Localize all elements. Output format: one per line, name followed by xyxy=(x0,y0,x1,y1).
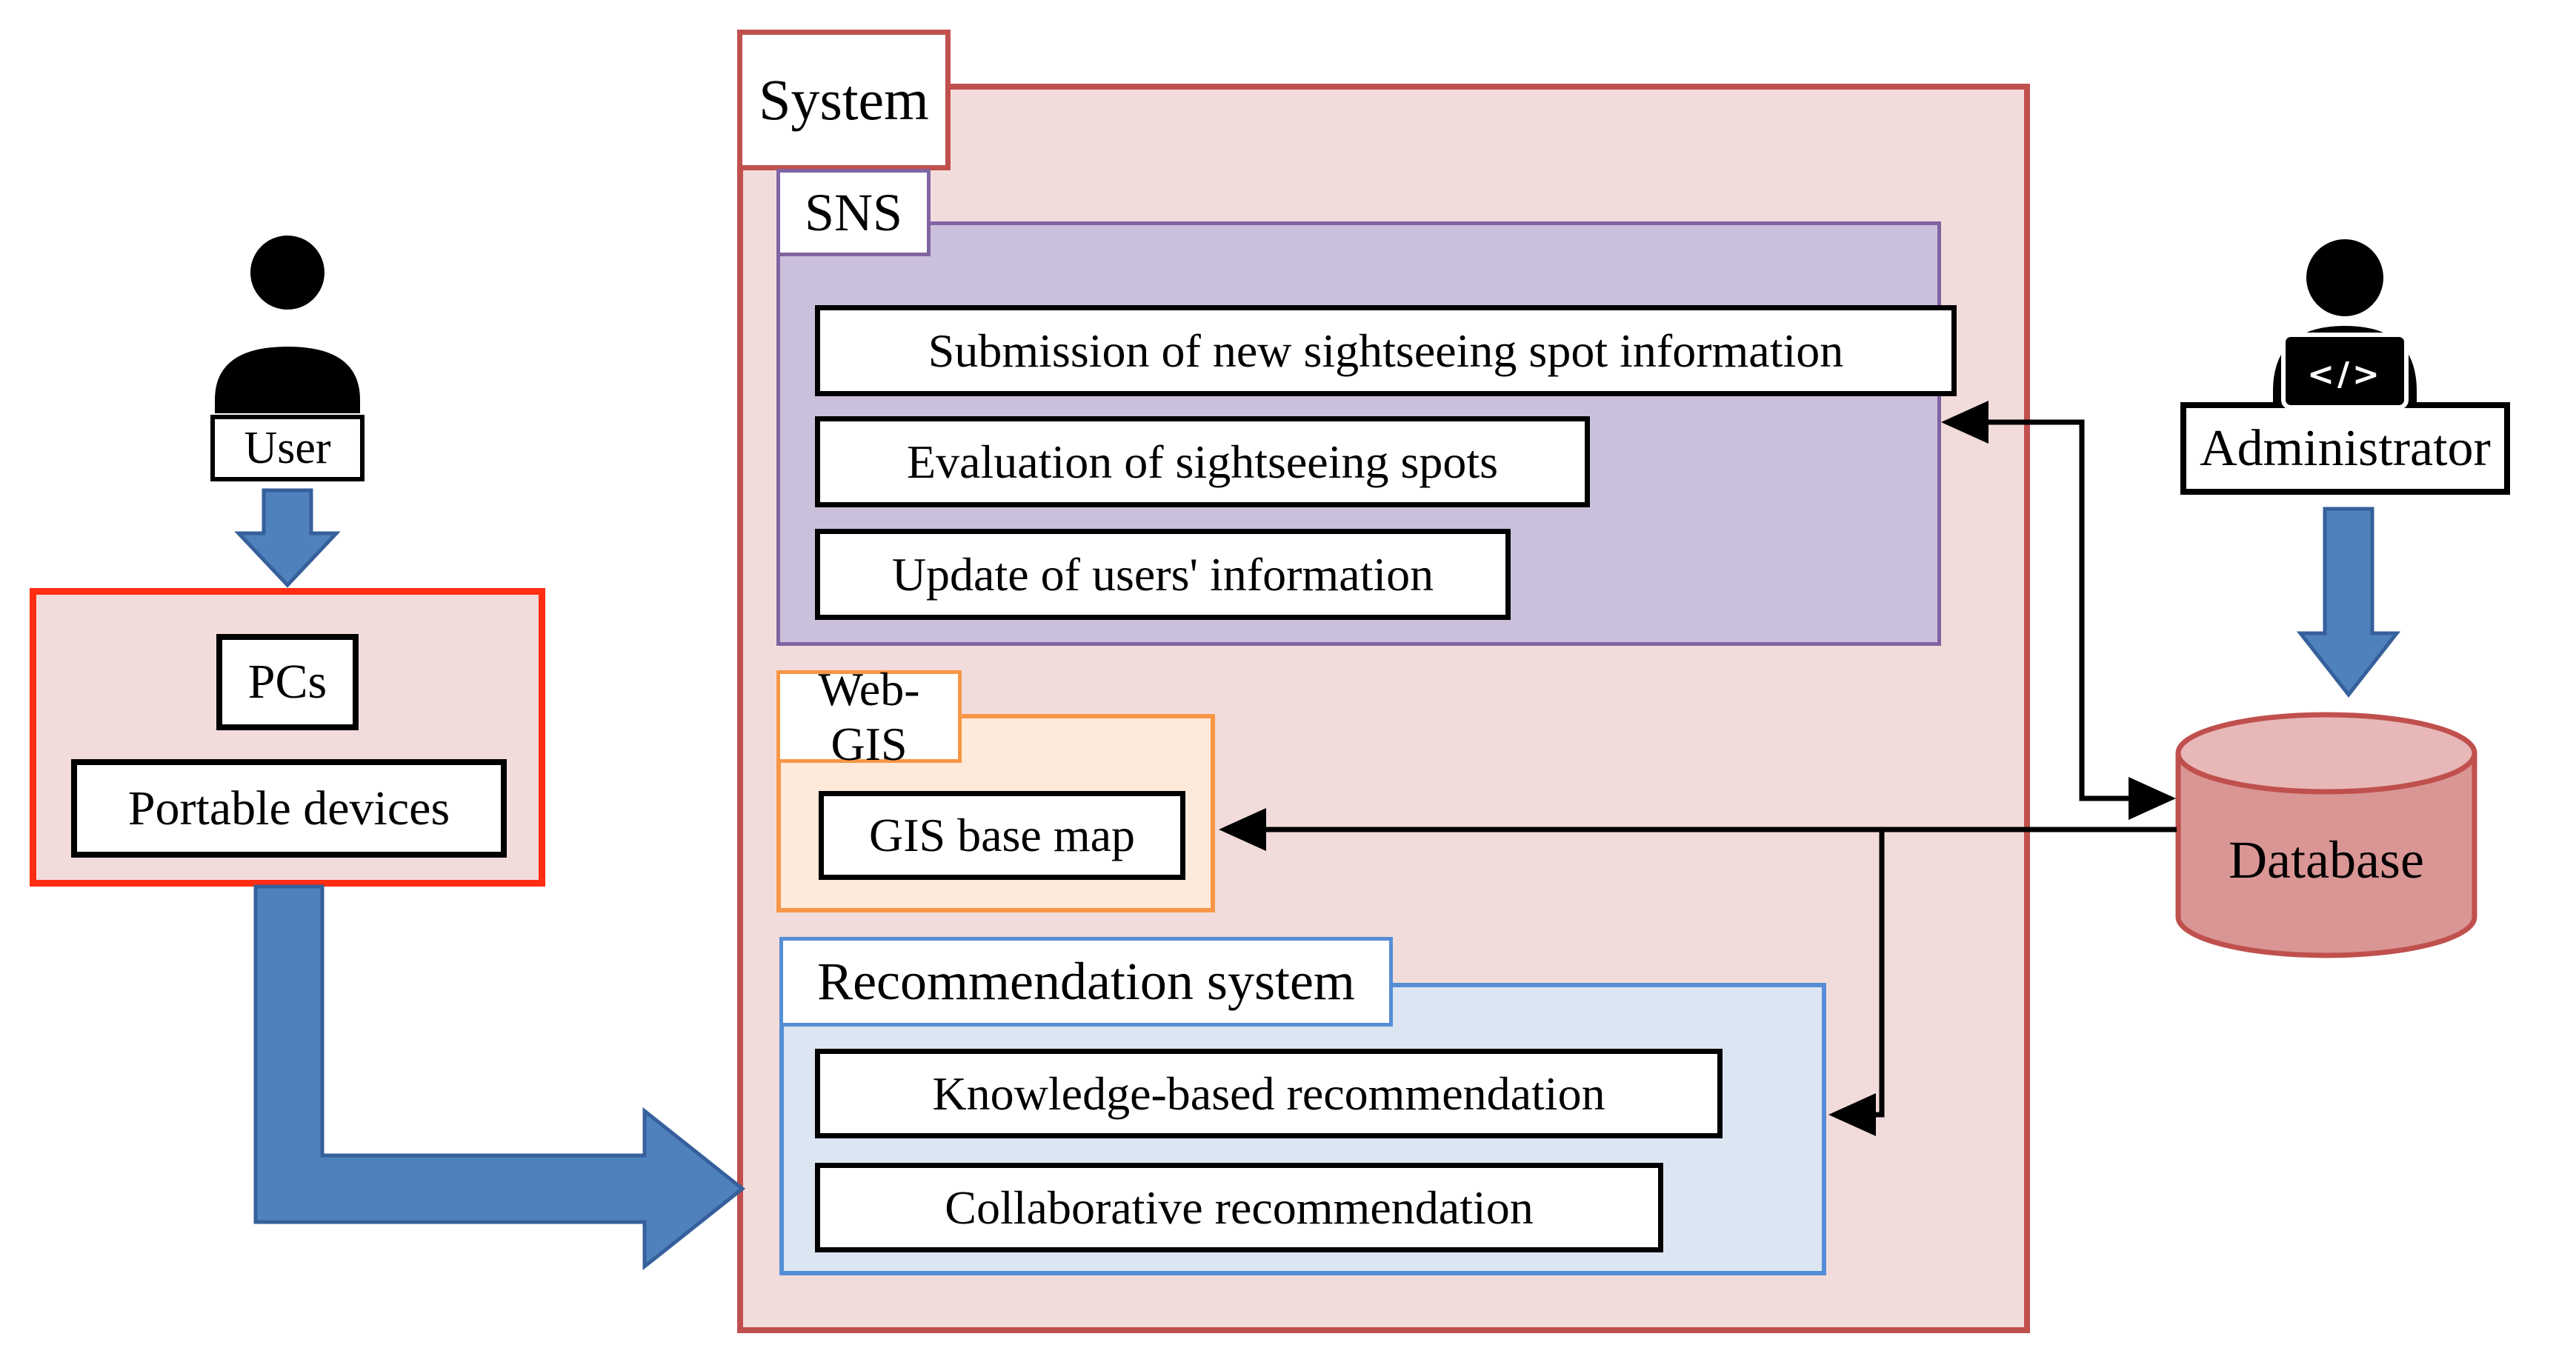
user-label-text: User xyxy=(244,422,331,473)
gis-base-map-text: GIS base map xyxy=(868,809,1136,861)
user-head-icon xyxy=(250,236,325,310)
user-to-devices-arrow xyxy=(234,488,341,588)
user-label-box: User xyxy=(210,415,365,481)
arrowhead-into-database-icon xyxy=(2129,777,2176,820)
database-cylinder: Database xyxy=(2175,712,2477,958)
sns-label: SNS xyxy=(776,169,931,256)
administrator-shoulders-icon xyxy=(2273,326,2417,404)
sns-item-submission: Submission of new sightseeing spot infor… xyxy=(815,305,1957,396)
recommendation-label: Recommendation system xyxy=(779,937,1393,1027)
sns-item-update-text: Update of users' information xyxy=(891,547,1434,601)
system-label: System xyxy=(737,30,951,170)
gis-base-map-box: GIS base map xyxy=(819,791,1185,880)
sns-item-evaluation: Evaluation of sightseeing spots xyxy=(815,416,1590,507)
database-label: Database xyxy=(2229,830,2424,890)
pcs-text: PCs xyxy=(247,655,327,709)
sns-item-evaluation-text: Evaluation of sightseeing spots xyxy=(906,435,1499,488)
user-shoulders-icon xyxy=(215,347,360,413)
sns-item-update: Update of users' information xyxy=(815,529,1511,620)
system-label-text: System xyxy=(759,67,929,132)
pcs-box: PCs xyxy=(216,634,359,730)
administrator-label-text: Administrator xyxy=(2200,419,2491,477)
database-cylinder-body xyxy=(2175,753,2477,958)
portable-devices-text: Portable devices xyxy=(127,781,450,835)
administrator-head-icon xyxy=(2306,239,2383,316)
administrator-icon: </> xyxy=(2273,239,2417,410)
collaborative-text: Collaborative recommendation xyxy=(945,1181,1534,1234)
devices-to-system-arrow xyxy=(253,884,746,1271)
sns-item-submission-text: Submission of new sightseeing spot infor… xyxy=(928,324,1844,377)
recommendation-label-text: Recommendation system xyxy=(817,952,1355,1011)
collaborative-box: Collaborative recommendation xyxy=(815,1163,1663,1252)
admin-to-database-arrow xyxy=(2296,507,2401,698)
laptop-icon xyxy=(2281,333,2409,410)
portable-devices-box: Portable devices xyxy=(71,759,507,858)
code-icon: </> xyxy=(2307,356,2383,393)
webgis-label: Web-GIS xyxy=(776,663,962,770)
knowledge-based-box: Knowledge-based recommendation xyxy=(815,1049,1723,1138)
knowledge-based-text: Knowledge-based recommendation xyxy=(932,1067,1605,1120)
sns-label-text2: SNS xyxy=(804,182,903,242)
database-cylinder-top xyxy=(2175,712,2477,795)
user-icon xyxy=(215,236,360,413)
webgis-label-text: Web-GIS xyxy=(818,662,920,770)
administrator-label-box: Administrator xyxy=(2180,402,2510,495)
